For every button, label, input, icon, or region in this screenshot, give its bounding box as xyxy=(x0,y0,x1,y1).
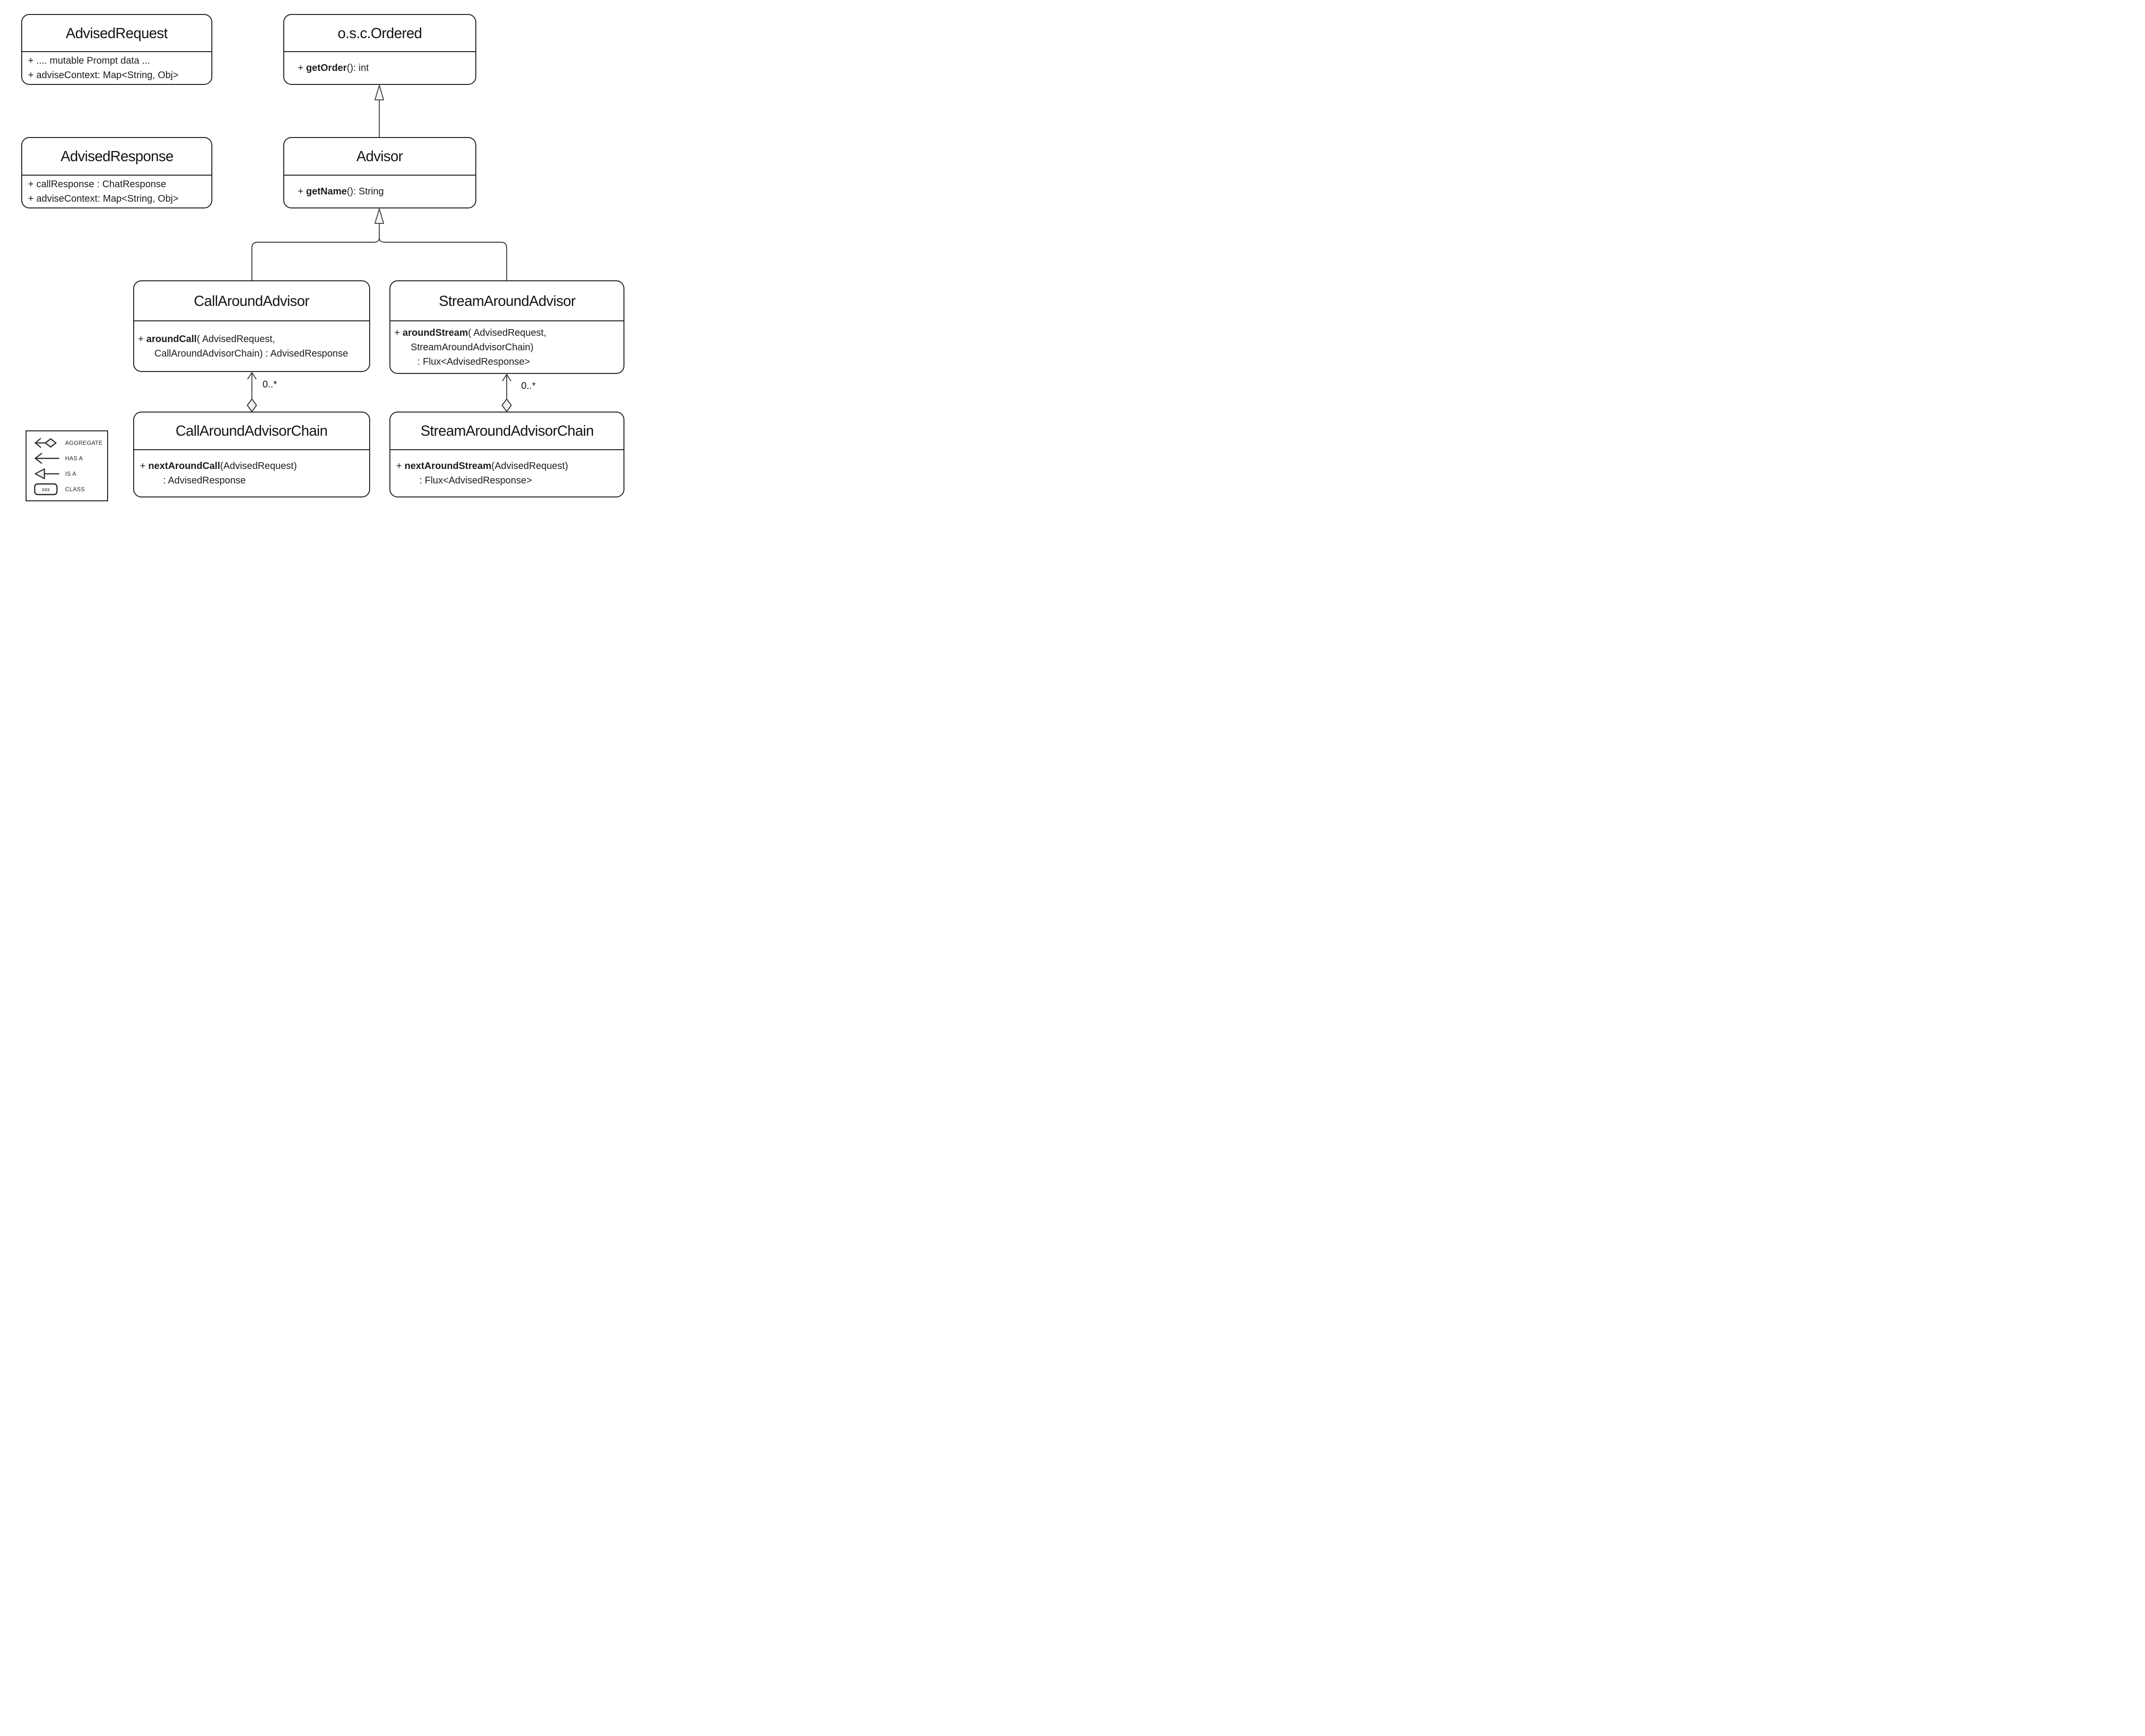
class-title: AdvisedResponse xyxy=(60,148,173,165)
is-a-triangle-icon xyxy=(374,85,384,100)
class-member-line: CallAroundAdvisorChain) : AdvisedRespons… xyxy=(154,348,348,359)
class-box-advised-request: AdvisedRequest + .... mutable Prompt dat… xyxy=(21,14,212,85)
class-member-line: + aroundStream( AdvisedRequest, xyxy=(394,327,547,338)
aggregate-diamond-icon xyxy=(247,399,257,412)
class-member-line: : Flux<AdvisedResponse> xyxy=(417,356,530,367)
multiplicity-label-call: 0..* xyxy=(263,379,277,390)
legend-row-class: xxx CLASS xyxy=(34,483,104,496)
class-member-line: : AdvisedResponse xyxy=(163,475,246,486)
class-member-line: + adviseContext: Map<String, Obj> xyxy=(28,193,179,204)
class-box-stream-around-advisor-chain: StreamAroundAdvisorChain + nextAroundStr… xyxy=(389,412,624,497)
legend-label: AGGREGATE xyxy=(65,439,103,446)
class-title: AdvisedRequest xyxy=(66,24,168,41)
class-member-list: + nextAroundCall(AdvisedRequest) : Advise… xyxy=(134,450,369,496)
class-member-line: + getOrder(): int xyxy=(298,63,369,73)
legend-label: HAS A xyxy=(65,455,83,462)
class-member-line: StreamAroundAdvisorChain) xyxy=(411,342,534,353)
legend-row-is-a: IS A xyxy=(34,468,104,480)
class-title: o.s.c.Ordered xyxy=(337,24,422,41)
is-a-symbol-icon xyxy=(34,468,60,479)
class-box-call-around-advisor: CallAroundAdvisor + aroundCall( AdvisedR… xyxy=(133,280,370,372)
class-member-line: + .... mutable Prompt data ... xyxy=(28,55,150,66)
class-member-line: + adviseContext: Map<String, Obj> xyxy=(28,70,179,81)
class-title: CallAroundAdvisorChain xyxy=(176,422,328,439)
uml-class-diagram: AdvisedRequest + .... mutable Prompt dat… xyxy=(0,0,643,521)
class-member-line: + callResponse : ChatResponse xyxy=(28,179,166,190)
class-member-list: + nextAroundStream(AdvisedRequest) : Flux… xyxy=(390,450,623,496)
legend-label: IS A xyxy=(65,470,77,477)
class-member-line: + nextAroundStream(AdvisedRequest) xyxy=(396,461,568,471)
aggregate-diamond-icon xyxy=(501,399,512,412)
class-member-line: + getName(): String xyxy=(298,186,384,197)
class-title: Advisor xyxy=(356,148,403,165)
class-member-line: : Flux<AdvisedResponse> xyxy=(419,475,532,486)
class-title: CallAroundAdvisor xyxy=(194,292,310,309)
legend-label: CLASS xyxy=(65,485,85,493)
aggregate-symbol-icon xyxy=(34,438,57,448)
class-title: StreamAroundAdvisor xyxy=(438,292,576,309)
class-box-osc-ordered: o.s.c.Ordered + getOrder(): int xyxy=(283,14,476,85)
legend-box: AGGREGATE HAS A IS A xxx CLASS xyxy=(26,430,108,501)
class-member-list: + getName(): String xyxy=(284,176,475,207)
class-member-list: + getOrder(): int xyxy=(284,52,475,84)
legend-row-has-a: HAS A xyxy=(34,452,104,465)
aggregate-arrow-call-chain xyxy=(247,372,257,412)
class-symbol-icon: xxx xyxy=(34,483,58,495)
class-member-list: + aroundStream( AdvisedRequest, StreamAro… xyxy=(390,321,623,373)
class-member-list: + .... mutable Prompt data ... + adviseCo… xyxy=(22,52,211,84)
is-a-arrow-advisor-to-ordered xyxy=(374,85,384,137)
legend-class-box-text: xxx xyxy=(42,487,50,493)
class-box-stream-around-advisor: StreamAroundAdvisor + aroundStream( Advi… xyxy=(389,280,624,374)
relationship-lines xyxy=(247,85,512,412)
legend-row-aggregate: AGGREGATE xyxy=(34,437,104,449)
class-box-advisor: Advisor + getName(): String xyxy=(283,137,476,208)
class-title: StreamAroundAdvisorChain xyxy=(420,422,594,439)
class-member-list: + callResponse : ChatResponse + adviseCon… xyxy=(22,176,211,207)
class-member-line: + aroundCall( AdvisedRequest, xyxy=(138,333,276,344)
class-box-call-around-advisor-chain: CallAroundAdvisorChain + nextAroundCall(… xyxy=(133,412,370,497)
has-a-symbol-icon xyxy=(34,453,60,464)
class-member-line: + nextAroundCall(AdvisedRequest) xyxy=(140,461,297,471)
aggregate-arrow-stream-chain xyxy=(501,374,512,412)
is-a-triangle-icon xyxy=(374,208,384,224)
class-member-list: + aroundCall( AdvisedRequest, CallAroundA… xyxy=(134,321,369,371)
multiplicity-label-stream: 0..* xyxy=(521,381,536,391)
is-a-arrow-subclasses-to-advisor xyxy=(251,208,507,280)
class-box-advised-response: AdvisedResponse + callResponse : ChatRes… xyxy=(21,137,212,208)
